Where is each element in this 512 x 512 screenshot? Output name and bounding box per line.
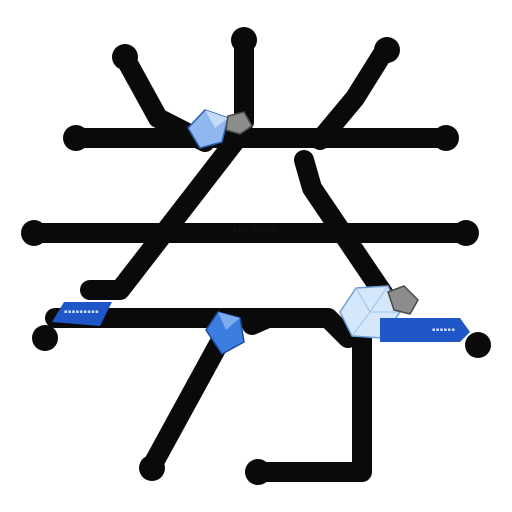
end-dot xyxy=(433,125,459,151)
end-dots xyxy=(21,27,491,485)
blue-tag-icon xyxy=(380,318,470,342)
end-dot xyxy=(21,220,47,246)
blue-gem-icon xyxy=(187,109,229,149)
center-label: Sby Gflam xyxy=(232,225,278,234)
glyph-strokes xyxy=(25,32,475,482)
blue-gem-icon xyxy=(205,311,245,355)
stroke-long-left-diagonal xyxy=(80,130,246,300)
left-tag-text: ▪▪▪▪▪▪▪▪▪ xyxy=(64,309,99,315)
stroke-right-descender xyxy=(294,150,395,306)
end-dot xyxy=(32,325,58,351)
grey-gem-icon xyxy=(387,285,419,315)
grey-gem-icon xyxy=(225,111,253,135)
end-dot xyxy=(374,37,400,63)
stroke-lower-left-diagonal xyxy=(142,328,232,476)
blue-tag-icon xyxy=(52,302,112,326)
end-dot xyxy=(245,459,271,485)
stroke-lower-horizontal xyxy=(45,308,358,348)
stroke-lower-right-hook xyxy=(248,315,372,482)
end-dot xyxy=(112,44,138,70)
stroke-top-right-diagonal xyxy=(310,40,395,150)
end-dot xyxy=(139,455,165,481)
end-dot xyxy=(231,27,257,53)
end-dot xyxy=(453,220,479,246)
right-tag-text: ▪▪▪▪▪▪ xyxy=(432,327,456,333)
end-dot xyxy=(63,125,89,151)
stroke-small-center xyxy=(242,308,278,335)
end-dot xyxy=(465,332,491,358)
